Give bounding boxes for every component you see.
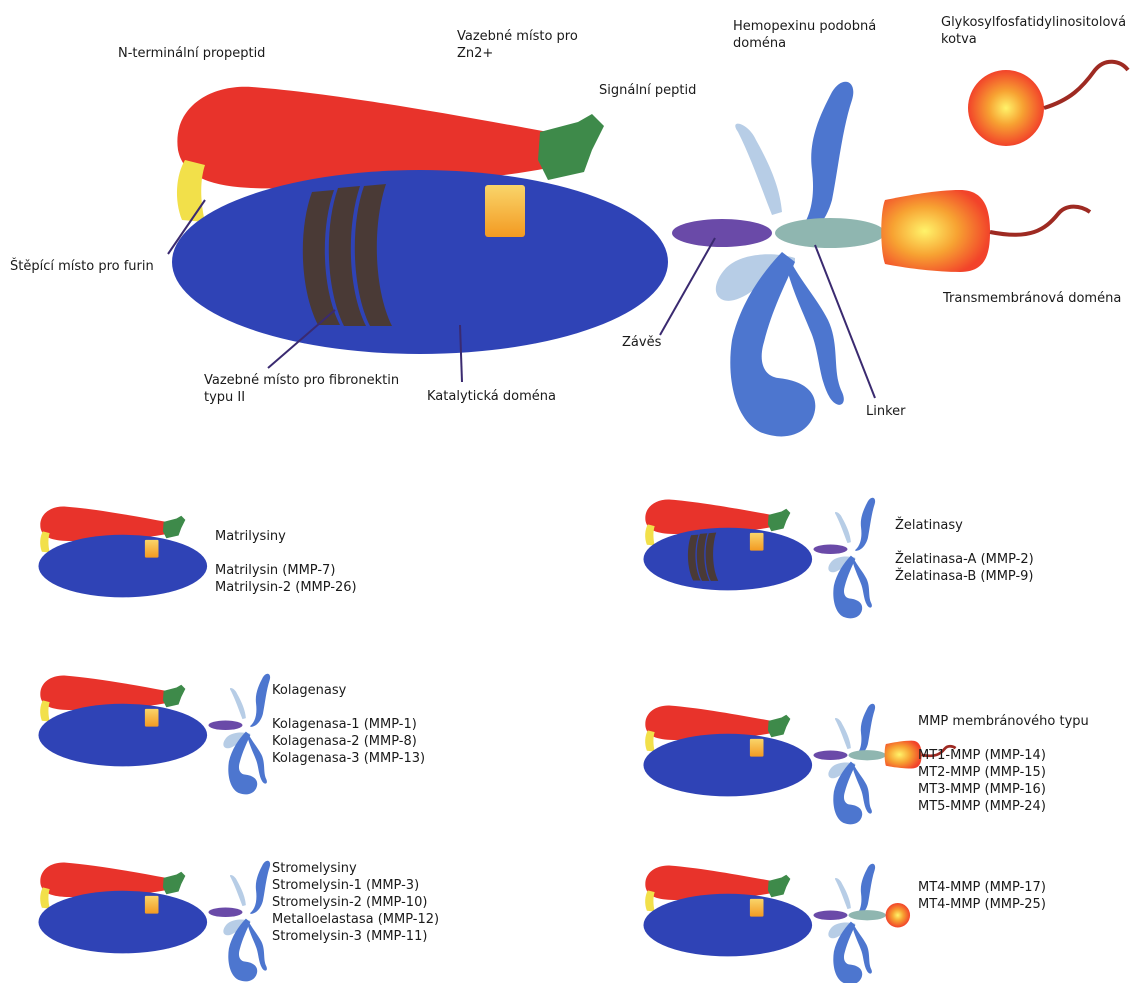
group-item: Želatinasa-B (MMP-9)	[895, 568, 1034, 585]
signal-peptide-label: Signální peptid	[599, 82, 696, 99]
group-item: MT1-MMP (MMP-14)	[918, 747, 1089, 764]
group-title: Kolagenasy	[272, 682, 425, 699]
group-item: Stromelysin-1 (MMP-3)	[272, 877, 439, 894]
mt-gpi-group: MT4-MMP (MMP-17) MT4-MMP (MMP-25)	[918, 879, 1046, 913]
hinge-shape	[672, 219, 772, 247]
stromelysin-molecule	[38, 861, 270, 982]
group-item: Kolagenasa-1 (MMP-1)	[272, 716, 425, 733]
stromelysins-group: Stromelysiny Stromelysin-1 (MMP-3) Strom…	[272, 860, 439, 945]
gelatinases-group: Želatinasy Želatinasa-A (MMP-2) Želatina…	[895, 517, 1034, 585]
matrilysins-group: Matrilysiny Matrilysin (MMP-7) Matrilysi…	[215, 528, 357, 596]
membrane-type-group: MMP membránového typu MT1-MMP (MMP-14) M…	[918, 713, 1089, 815]
zinc-site-label: Vazebné místo pro Zn2+	[457, 28, 578, 62]
n-propeptide-label: N-terminální propeptid	[118, 45, 265, 62]
transmembrane-label: Transmembránová doména	[943, 290, 1121, 307]
group-item: Stromelysin-2 (MMP-10)	[272, 894, 439, 911]
group-title: Matrilysiny	[215, 528, 357, 545]
gelatinase-molecule	[643, 498, 875, 619]
transmembrane-shape	[881, 190, 990, 272]
group-item: Stromelysin-3 (MMP-11)	[272, 928, 439, 945]
matrilysin-molecule	[38, 506, 207, 597]
fibronectin-site-label: Vazebné místo pro fibronektin typu II	[204, 372, 399, 406]
transmembrane-tail	[990, 207, 1090, 235]
group-item: Metalloelastasa (MMP-12)	[272, 911, 439, 928]
group-item: MT3-MMP (MMP-16)	[918, 781, 1089, 798]
group-item: Želatinasa-A (MMP-2)	[895, 551, 1034, 568]
group-item: MT4-MMP (MMP-25)	[918, 896, 1046, 913]
gpi-anchor-tail	[1044, 62, 1128, 108]
collagenase-molecule	[38, 674, 270, 795]
gpi-mmp-molecule	[643, 864, 910, 983]
group-item: Matrilysin (MMP-7)	[215, 562, 357, 579]
group-title: Želatinasy	[895, 517, 1034, 534]
gpi-anchor-label: Glykosylfosfatidylinositolová kotva	[941, 14, 1126, 48]
hinge-label: Závěs	[622, 334, 661, 351]
collagenases-group: Kolagenasy Kolagenasa-1 (MMP-1) Kolagena…	[272, 682, 425, 767]
catalytic-domain-label: Katalytická doména	[427, 388, 556, 405]
group-item: MT2-MMP (MMP-15)	[918, 764, 1089, 781]
gpi-anchor-shape	[968, 70, 1044, 146]
group-title: Stromelysiny	[272, 860, 439, 877]
group-title: MMP membránového typu	[918, 713, 1089, 730]
hemopexin-label: Hemopexinu podobná doména	[733, 18, 876, 52]
group-item: Matrilysin-2 (MMP-26)	[215, 579, 357, 596]
group-item: MT4-MMP (MMP-17)	[918, 879, 1046, 896]
linker-shape	[775, 218, 885, 248]
linker-label: Linker	[866, 403, 906, 420]
group-item: MT5-MMP (MMP-24)	[918, 798, 1089, 815]
furin-site-label: Štěpící místo pro furin	[10, 258, 154, 275]
group-item: Kolagenasa-2 (MMP-8)	[272, 733, 425, 750]
group-item: Kolagenasa-3 (MMP-13)	[272, 750, 425, 767]
membrane-type-molecule	[643, 704, 955, 825]
